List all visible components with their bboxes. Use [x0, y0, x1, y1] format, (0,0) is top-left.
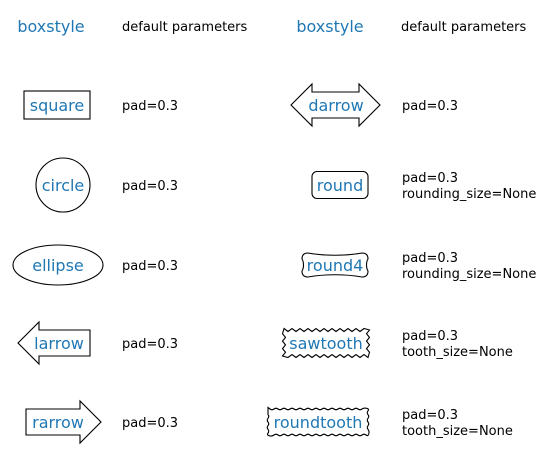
- round-param-0: pad=0.3: [402, 171, 458, 186]
- boxstyle-row-ellipse: ellipse pad=0.3: [12, 244, 178, 286]
- round4-param-1: rounding_size=None: [402, 267, 536, 282]
- round4-label: round4: [307, 256, 364, 275]
- darrow-param-0: pad=0.3: [402, 99, 458, 114]
- roundtooth-param-1: tooth_size=None: [402, 424, 513, 439]
- round4-box-shape: [301, 252, 369, 278]
- ellipse-label: ellipse: [32, 256, 84, 275]
- sawtooth-param-1: tooth_size=None: [402, 345, 513, 360]
- square-param-0: pad=0.3: [122, 99, 178, 114]
- roundtooth-box-shape: [266, 406, 370, 437]
- boxstyle-row-darrow: darrow pad=0.3: [290, 82, 458, 128]
- larrow-box-shape: [17, 320, 91, 366]
- boxstyle-row-rarrow: rarrow pad=0.3: [25, 399, 178, 445]
- square-label: square: [30, 96, 85, 115]
- rarrow-box-shape: [25, 399, 102, 445]
- circle-param-0: pad=0.3: [122, 179, 178, 194]
- boxstyle-row-circle: circle pad=0.3: [35, 157, 178, 213]
- sawtooth-label: sawtooth: [289, 334, 363, 353]
- circle-box-shape: [35, 157, 91, 213]
- rarrow-label: rarrow: [32, 413, 84, 432]
- larrow-param-0: pad=0.3: [122, 337, 178, 352]
- roundtooth-param-0: pad=0.3: [402, 408, 458, 423]
- right-default-parameters-header: default parameters: [401, 20, 527, 35]
- square-box-shape: [23, 90, 91, 120]
- darrow-label: darrow: [308, 96, 363, 115]
- rarrow-param-0: pad=0.3: [122, 416, 178, 431]
- round-param-1: rounding_size=None: [402, 187, 536, 202]
- boxstyle-rows: square pad=0.3 circle pad=0.3 ellipse pad=0.3…: [12, 82, 536, 445]
- boxstyle-row-larrow: larrow pad=0.3: [17, 320, 178, 366]
- circle-label: circle: [42, 176, 85, 195]
- boxstyle-row-square: square pad=0.3: [23, 90, 178, 120]
- round-label: round: [317, 176, 363, 195]
- sawtooth-box-shape: [281, 327, 371, 359]
- roundtooth-label: roundtooth: [274, 413, 363, 432]
- round-box-shape: [311, 170, 369, 200]
- round4-param-0: pad=0.3: [402, 251, 458, 266]
- larrow-label: larrow: [34, 334, 84, 353]
- left-boxstyle-header: boxstyle: [17, 17, 84, 36]
- ellipse-param-0: pad=0.3: [122, 259, 178, 274]
- ellipse-box-shape: [12, 244, 104, 286]
- sawtooth-param-0: pad=0.3: [402, 329, 458, 344]
- darrow-box-shape: [290, 82, 381, 128]
- right-boxstyle-header: boxstyle: [296, 17, 363, 36]
- left-default-parameters-header: default parameters: [122, 20, 248, 35]
